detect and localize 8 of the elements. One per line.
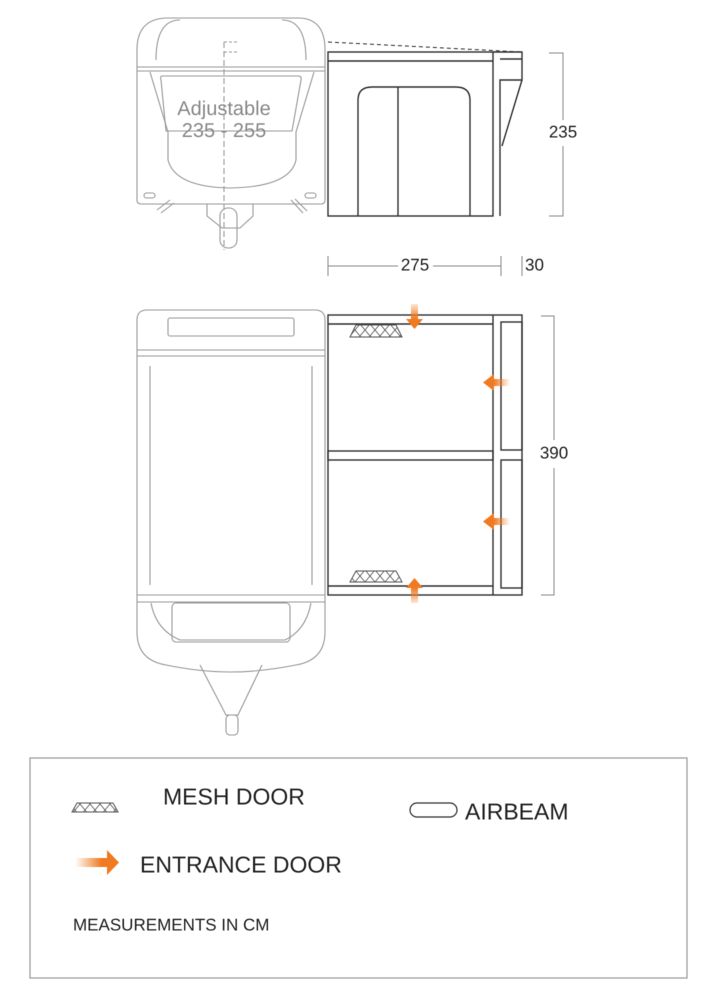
legend-label: AIRBEAM <box>465 799 569 825</box>
dimension-label: 235 <box>548 124 578 142</box>
legend-label: MESH DOOR <box>163 784 305 810</box>
dimension-label: 275 <box>400 256 430 276</box>
legend-label: ENTRANCE DOOR <box>140 852 342 878</box>
dimension-label: 390 <box>540 444 568 464</box>
units-note: MEASUREMENTS IN CM <box>73 916 270 936</box>
dimension-label: 30 <box>525 256 544 276</box>
